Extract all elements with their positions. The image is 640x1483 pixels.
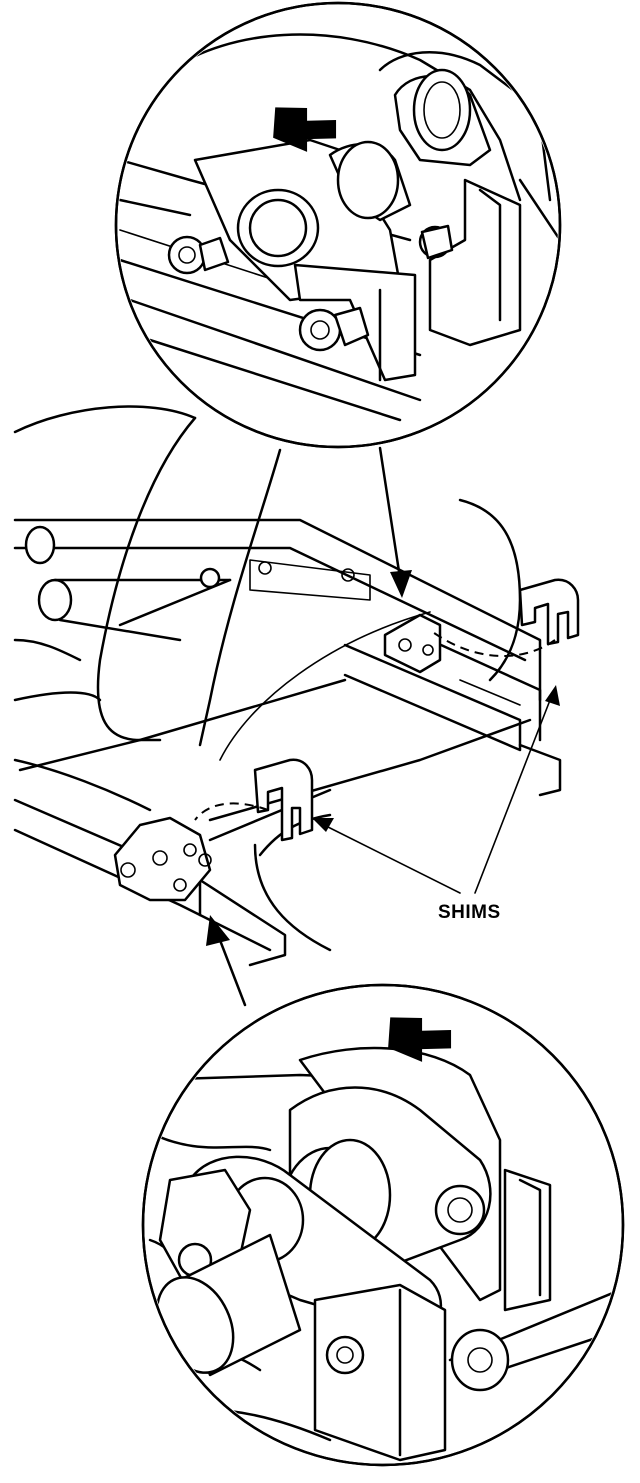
bottom-detail-leader bbox=[206, 915, 247, 1007]
right-shim bbox=[429, 578, 580, 657]
left-shim bbox=[194, 758, 314, 842]
press-arrow-top bbox=[273, 107, 337, 152]
bottom-detail-circle bbox=[141, 983, 625, 1467]
press-arrow-bottom bbox=[388, 1017, 452, 1062]
top-detail-leader bbox=[219, 446, 431, 761]
shims-leader-lines bbox=[312, 685, 560, 894]
seat-frame-assembly bbox=[13, 405, 562, 967]
shims-label: SHIMS bbox=[438, 902, 501, 923]
top-detail-circle bbox=[114, 1, 562, 449]
